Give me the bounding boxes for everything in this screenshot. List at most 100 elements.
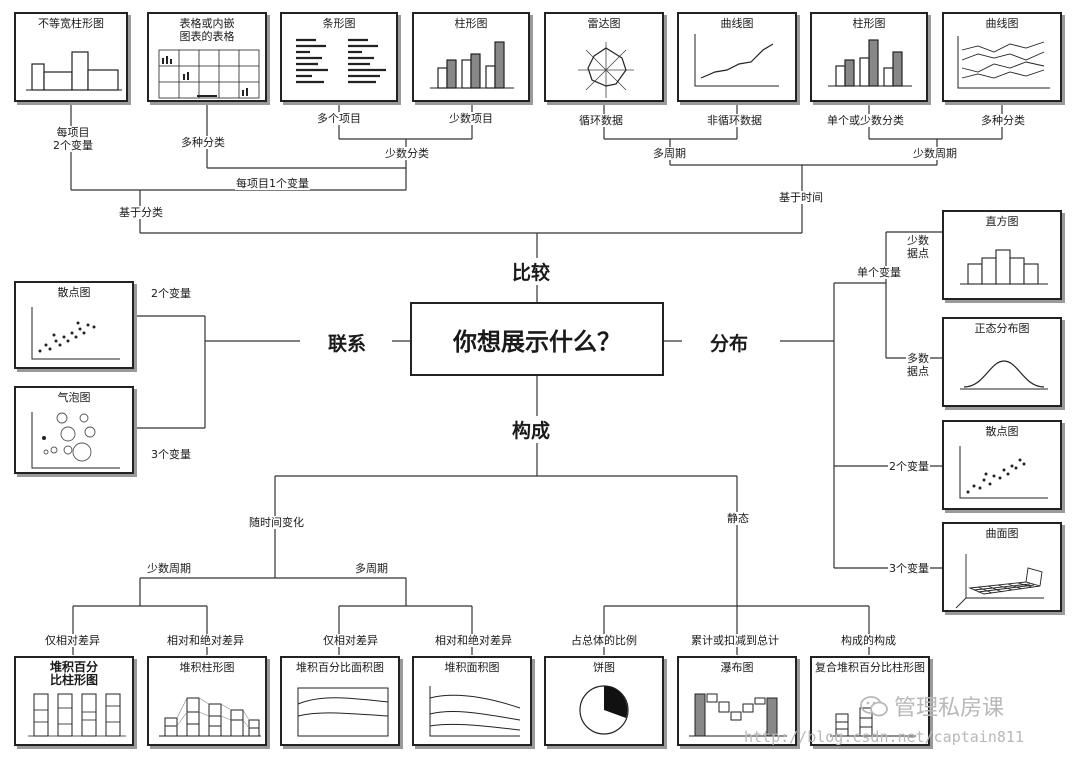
label-multi-items: 多个项目: [316, 112, 362, 125]
horizontal-bar-icon: [296, 38, 386, 84]
chart-title: 堆积百分 比柱形图: [49, 660, 98, 687]
label-multi-category: 多种分类: [180, 136, 226, 149]
stacked-percent-area-icon: [297, 687, 389, 737]
branch-compare: 比较: [508, 258, 555, 285]
branch-distribution: 分布: [706, 329, 753, 356]
card-normal-curve: 正态分布图: [942, 317, 1062, 407]
card-column-single: 柱形图: [810, 12, 928, 102]
card-bar-horizontal: 条形图: [280, 12, 398, 102]
chart-title: 柱形图: [852, 17, 886, 30]
label-by-time: 基于时间: [778, 191, 824, 204]
chart-title: 堆积面积图: [444, 661, 500, 674]
card-table-embedded: 表格或内嵌 图表的表格: [147, 12, 267, 102]
label-few-categories: 少数分类: [384, 147, 430, 160]
scatter-plot-icon: [959, 446, 1048, 499]
variable-width-bar-icon: [26, 51, 122, 91]
label-many-points: 多数 据点: [906, 352, 930, 378]
card-stacked-pct-area: 堆积百分比面积图: [280, 656, 400, 746]
label-three-vars-rel: 3个变量: [150, 448, 192, 461]
watermark-brand: 管理私房课: [860, 690, 1004, 722]
card-scatter-relation: 散点图: [14, 281, 134, 369]
chart-title: 曲线图: [985, 17, 1019, 30]
label-two-vars-dist: 2个变量: [888, 460, 930, 473]
column-chart-icon: [828, 39, 912, 87]
card-line-multi: 曲线图: [942, 12, 1062, 102]
stacked-column-icon: [159, 697, 261, 737]
label-per-item-1var: 每项目1个变量: [235, 177, 310, 190]
label-three-vars-dist: 3个变量: [888, 562, 930, 575]
label-few-points: 少数 据点: [906, 234, 930, 260]
chart-title: 瀑布图: [720, 661, 754, 674]
card-pie: 饼图: [544, 656, 664, 746]
chart-title: 堆积柱形图: [179, 661, 235, 674]
chart-title: 条形图: [322, 17, 356, 30]
card-bubble: 气泡图: [14, 386, 134, 474]
card-variable-width-bar: 不等宽柱形图: [14, 12, 128, 102]
card-line-noncyclic: 曲线图: [677, 12, 797, 102]
label-rel-abs-1: 相对和绝对差异: [166, 634, 245, 647]
label-static: 静态: [726, 512, 750, 525]
chart-title: 曲面图: [985, 527, 1019, 540]
bubble-chart-icon: [31, 412, 120, 469]
card-histogram: 直方图: [942, 210, 1062, 300]
multi-line-icon: [957, 36, 1050, 89]
label-many-periods: 多周期: [652, 147, 687, 160]
scatter-plot-icon: [31, 307, 120, 360]
label-rel-abs-2: 相对和绝对差异: [434, 634, 513, 647]
card-waterfall: 瀑布图: [677, 656, 797, 746]
column-chart-icon: [430, 41, 514, 89]
label-over-time: 随时间变化: [248, 516, 305, 529]
label-noncyclic: 非循环数据: [706, 114, 763, 127]
label-rel-only-2: 仅相对差异: [322, 634, 379, 647]
label-by-category: 基于分类: [118, 206, 164, 219]
line-chart-icon: [694, 34, 779, 87]
label-cyclic: 循环数据: [578, 114, 624, 127]
label-rel-only-1: 仅相对差异: [44, 634, 101, 647]
center-question: 你想展示什么？: [410, 302, 664, 376]
branch-composition: 构成: [508, 416, 555, 443]
label-comp-of-comp: 构成的构成: [840, 634, 897, 647]
label-single-or-few-cat: 单个或少数分类: [826, 114, 905, 127]
wechat-icon: [860, 696, 888, 717]
chart-title: 散点图: [57, 286, 91, 299]
waterfall-chart-icon: [689, 693, 787, 737]
label-share-of-total: 占总体的比例: [570, 634, 638, 647]
pie-chart-icon: [579, 685, 629, 735]
card-surface: 曲面图: [942, 522, 1062, 612]
radar-chart-icon: [578, 42, 634, 98]
watermark-brand-text: 管理私房课: [894, 696, 1005, 721]
composite-stacked-column-icon: [830, 707, 916, 737]
card-stacked-area: 堆积面积图: [412, 656, 532, 746]
stacked-percent-column-icon: [28, 693, 126, 737]
label-per-item-2var: 每项目 2个变量: [52, 126, 94, 152]
normal-curve-icon: [960, 360, 1048, 390]
card-scatter-dist: 散点图: [942, 420, 1062, 510]
stacked-area-icon: [429, 686, 521, 737]
label-accumulate: 累计或扣减到总计: [690, 634, 780, 647]
chart-title: 直方图: [985, 215, 1019, 228]
card-radar: 雷达图: [544, 12, 664, 102]
label-two-vars-rel: 2个变量: [150, 287, 192, 300]
label-many-periods-comp: 多周期: [354, 562, 389, 575]
chart-title: 气泡图: [57, 391, 91, 404]
chart-title: 堆积百分比面积图: [296, 661, 384, 674]
label-multi-cat-right: 多种分类: [980, 114, 1026, 127]
watermark-url: http://blog.csdn.net/captain811: [744, 728, 1024, 746]
chart-title: 雷达图: [587, 17, 621, 30]
surface-chart-icon: [955, 554, 1044, 609]
card-stacked-pct-col: 堆积百分 比柱形图: [14, 656, 134, 746]
branch-relation: 联系: [324, 329, 371, 356]
histogram-icon: [960, 249, 1048, 285]
chart-title: 曲线图: [720, 17, 754, 30]
chart-title: 表格或内嵌 图表的表格: [179, 17, 235, 43]
label-few-items: 少数项目: [448, 112, 494, 125]
table-grid-icon: [158, 49, 260, 99]
chart-title: 饼图: [593, 661, 615, 674]
label-single-var: 单个变量: [856, 266, 902, 279]
chart-title: 不等宽柱形图: [38, 17, 104, 30]
card-stacked-col: 堆积柱形图: [147, 656, 267, 746]
chart-title: 柱形图: [454, 17, 488, 30]
label-few-periods: 少数周期: [912, 147, 958, 160]
chart-title: 复合堆积百分比柱形图: [815, 661, 925, 674]
